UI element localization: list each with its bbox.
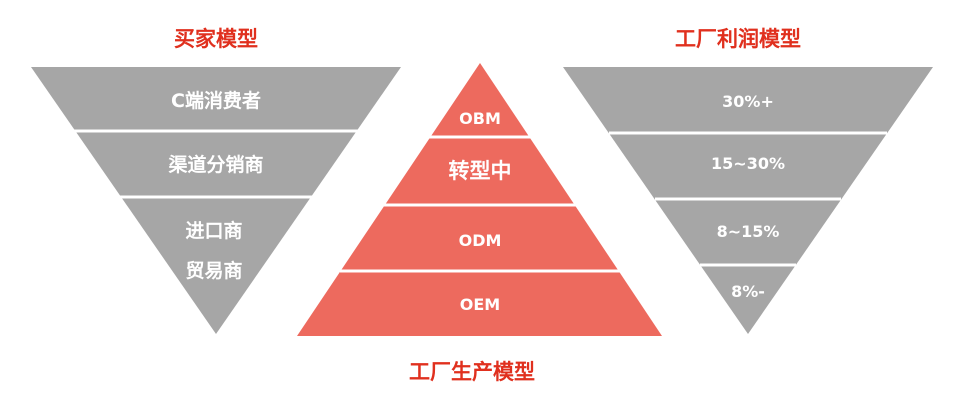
production-model-title: 工厂生产模型: [409, 360, 535, 384]
buyer-tier-distributor: 渠道分销商: [168, 153, 263, 176]
buyer-model-title: 买家模型: [174, 27, 258, 51]
production-pyramid-shape: [297, 63, 662, 336]
buyer-funnel-shape: [31, 67, 401, 334]
buyer-funnel: C端消费者 渠道分销商 进口商 贸易商: [31, 67, 401, 334]
profit-tier-8-minus: 8%-: [731, 282, 765, 301]
production-tier-oem: OEM: [460, 295, 500, 314]
production-tier-transition: 转型中: [449, 159, 512, 183]
buyer-tier-importer: 进口商: [185, 219, 242, 242]
profit-model-title: 工厂利润模型: [675, 27, 801, 51]
production-tier-odm: ODM: [459, 231, 502, 250]
production-tier-obm: OBM: [459, 109, 501, 128]
production-pyramid: OBM 转型中 ODM OEM: [297, 63, 662, 336]
buyer-tier-trader: 贸易商: [185, 259, 242, 282]
profit-tier-8-15: 8~15%: [717, 222, 780, 241]
profit-tier-30-plus: 30%+: [722, 92, 774, 111]
buyer-tier-consumer: C端消费者: [171, 89, 261, 112]
profit-tier-15-30: 15~30%: [711, 154, 785, 173]
profit-funnel: 30%+ 15~30% 8~15% 8%-: [563, 67, 933, 334]
